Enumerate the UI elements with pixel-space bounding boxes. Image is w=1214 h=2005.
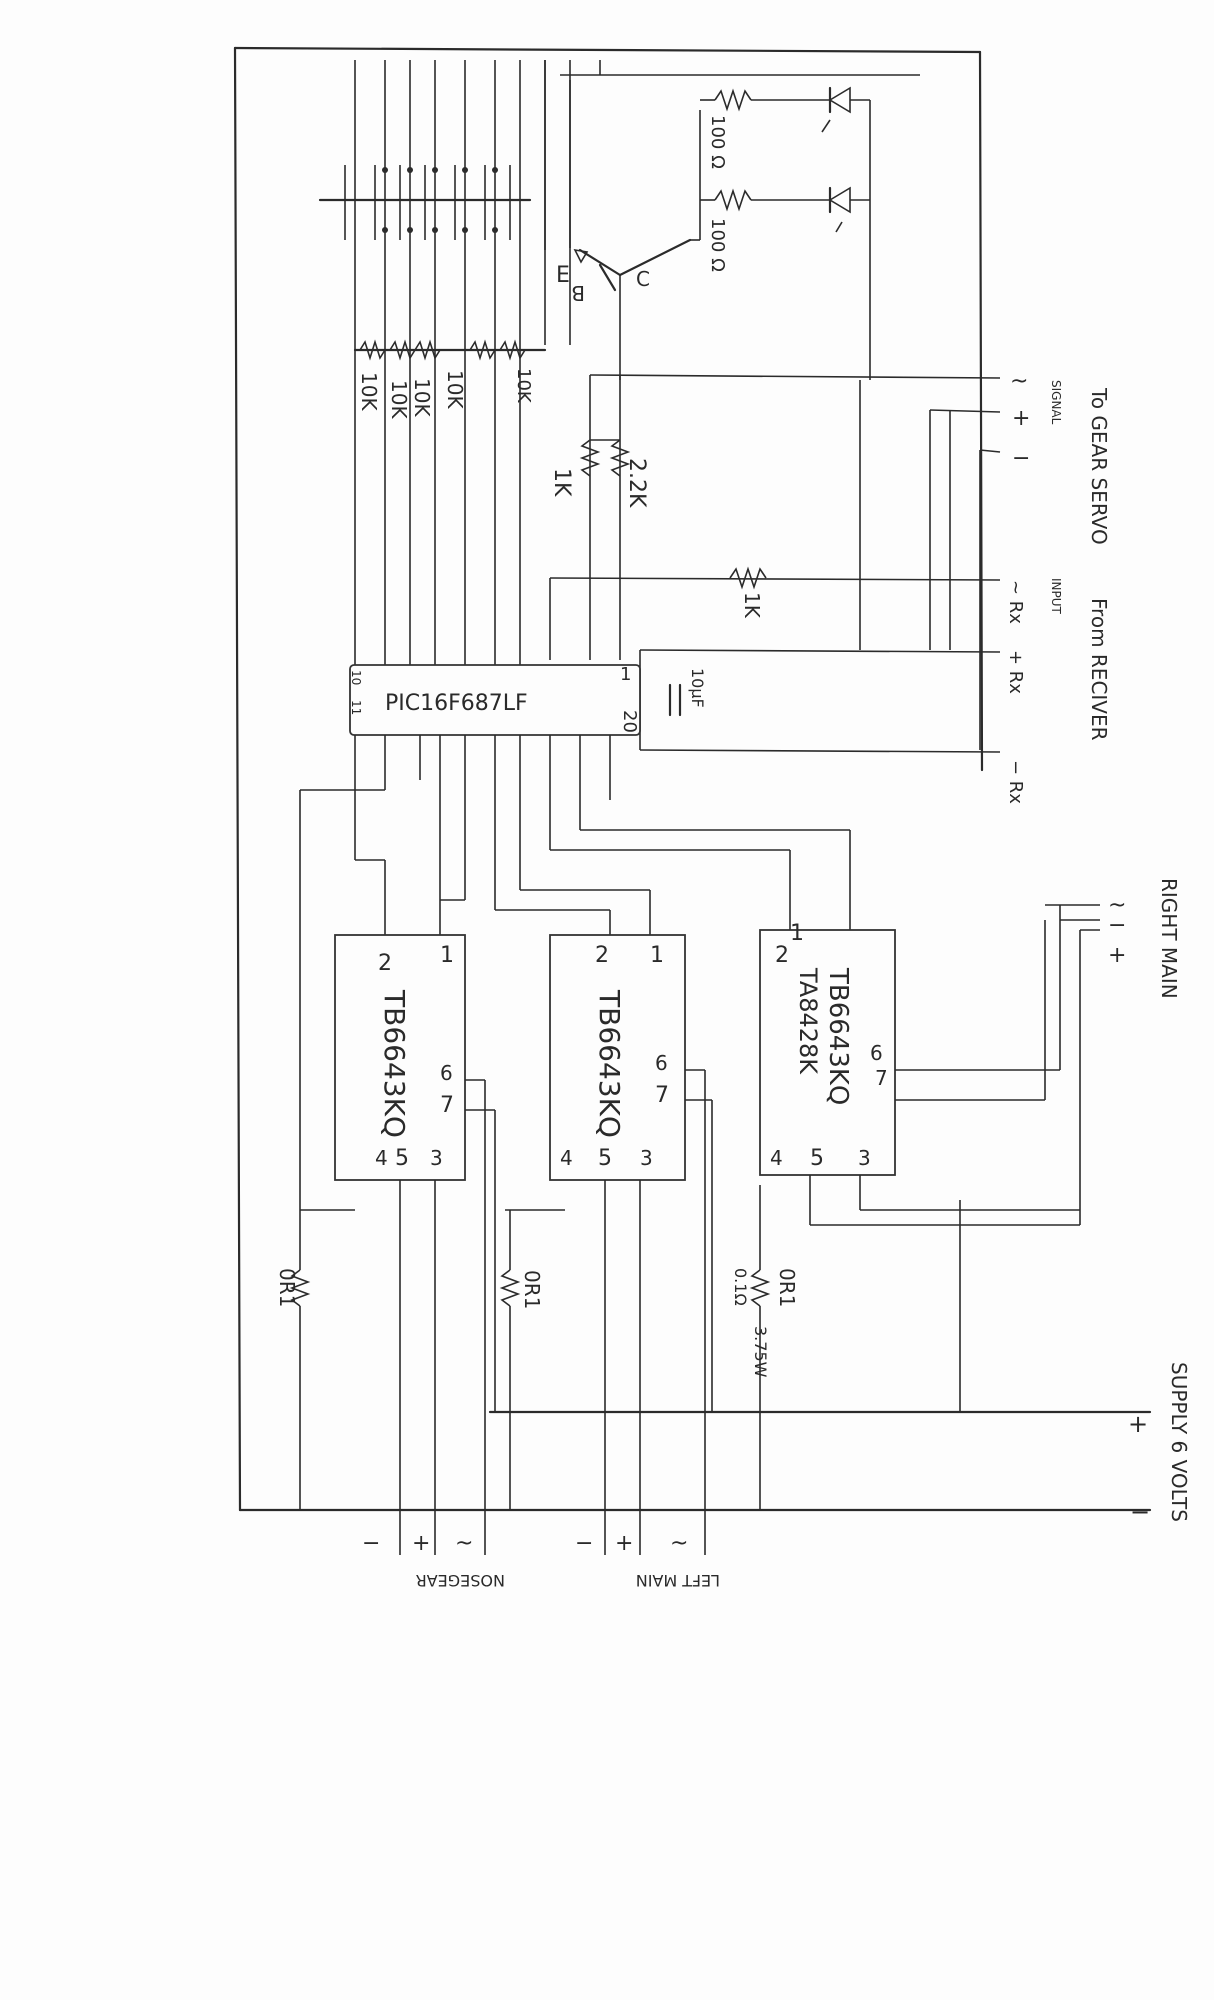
driver-3b-label: TB6643KQ bbox=[823, 967, 853, 1105]
d1-pin-1: 1 bbox=[440, 943, 454, 968]
label-10k-4: 10K bbox=[443, 370, 467, 409]
left-plus-label: + bbox=[615, 1531, 633, 1556]
transistor-c-label: C bbox=[636, 267, 650, 291]
gear-servo-plus: + bbox=[1012, 406, 1030, 431]
driver-1-chip bbox=[334, 934, 466, 1181]
d2-pin-3: 3 bbox=[640, 1146, 653, 1170]
d1-pin-6: 6 bbox=[440, 1061, 453, 1085]
transistor-e-label: E bbox=[556, 263, 570, 288]
supply-plus-label: + bbox=[1128, 1410, 1148, 1438]
d3-pin-1: 1 bbox=[790, 921, 804, 946]
label-1k-b: 1K bbox=[740, 592, 764, 619]
left-sig-label: ~ bbox=[670, 1531, 688, 1556]
nose-plus-label: + bbox=[412, 1531, 430, 1556]
right-minus-label: − bbox=[1108, 913, 1126, 938]
driver-labels: TB6643KQ TB6643KQ TA8428K TB6643KQ 2 1 6… bbox=[375, 921, 888, 1171]
driver-2-chip bbox=[549, 934, 686, 1181]
label-10k-5: 10K bbox=[513, 368, 534, 404]
label-10k-2: 10K bbox=[387, 380, 411, 419]
nosegear-label: NOSEGEAR bbox=[416, 1571, 505, 1590]
left-main-label: LEFT MAIN bbox=[636, 1571, 720, 1590]
d1-pin-3: 3 bbox=[430, 1146, 443, 1170]
d1-pin-4: 4 bbox=[375, 1146, 388, 1170]
d3-pin-2: 2 bbox=[775, 943, 789, 968]
right-sig-label: ~ bbox=[1108, 893, 1126, 918]
d1-pin-7: 7 bbox=[440, 1093, 454, 1118]
d1-pin-5: 5 bbox=[395, 1146, 409, 1171]
servo-receiver-wiring bbox=[549, 374, 1001, 753]
nose-sig-label: ~ bbox=[455, 1531, 473, 1556]
driver-3a-label: TA8428K bbox=[794, 967, 822, 1075]
supply-connector: SUPPLY 6 VOLTS + − bbox=[1128, 1362, 1191, 1526]
transistor-labels: E B C 100 Ω 100 Ω bbox=[556, 115, 728, 305]
d1-pin-2: 2 bbox=[378, 951, 392, 976]
supply-minus-label: − bbox=[1130, 1498, 1150, 1526]
mcu-label: PIC16F687LF bbox=[385, 691, 528, 716]
led-driver bbox=[544, 60, 920, 380]
rx-plus-label: + Rx bbox=[1005, 650, 1026, 694]
driver-2-label: TB6643KQ bbox=[593, 989, 626, 1138]
label-100-b: 100 Ω bbox=[707, 218, 728, 272]
label-cap: 10µF bbox=[688, 668, 707, 708]
label-0r1-c-val: 0.1Ω bbox=[731, 1268, 750, 1306]
d2-pin-5: 5 bbox=[598, 1146, 612, 1171]
mcu-to-driver-wires bbox=[299, 735, 851, 1210]
divider-labels: 1K 2.2K 1K 10µF bbox=[549, 458, 764, 708]
d3-pin-7: 7 bbox=[875, 1066, 888, 1090]
d2-pin-4: 4 bbox=[560, 1146, 573, 1170]
nosegear-connector: − + ~ NOSEGEAR bbox=[362, 1531, 505, 1590]
left-main-connector: − + ~ LEFT MAIN bbox=[575, 1531, 720, 1590]
d3-pin-5: 5 bbox=[810, 1146, 824, 1171]
d3-pin-3: 3 bbox=[858, 1146, 871, 1170]
from-receiver-label: From RECIVER bbox=[1087, 598, 1111, 741]
right-main-connector: RIGHT MAIN ~ − + bbox=[1108, 878, 1181, 999]
label-0r1-b: 0R1 bbox=[520, 1270, 544, 1309]
gear-servo-label: To GEAR SERVO bbox=[1087, 387, 1111, 545]
label-1k-a: 1K bbox=[549, 468, 574, 497]
d3-pin-4: 4 bbox=[770, 1146, 783, 1170]
right-main-label: RIGHT MAIN bbox=[1157, 878, 1181, 999]
d2-pin-6: 6 bbox=[655, 1051, 668, 1075]
transistor-b-label: B bbox=[571, 281, 585, 305]
label-10k-3: 10K bbox=[410, 378, 434, 417]
label-10k-1: 10K bbox=[357, 372, 381, 411]
driver-output-wires bbox=[289, 904, 1100, 1555]
rx-minus-label: − Rx bbox=[1005, 760, 1026, 804]
label-100-a: 100 Ω bbox=[707, 115, 728, 169]
receiver-connector: From RECIVER INPUT ~ Rx + Rx − Rx bbox=[1005, 578, 1111, 804]
right-plus-label: + bbox=[1108, 943, 1126, 968]
left-minus-label: − bbox=[575, 1531, 593, 1556]
gear-servo-minus: − bbox=[1012, 446, 1030, 471]
d2-pin-7: 7 bbox=[655, 1083, 669, 1108]
mcu-labels: PIC16F687LF 1 20 10 11 bbox=[349, 664, 640, 733]
resistor-10k-labels: 10K 10K 10K 10K 10K bbox=[357, 368, 534, 419]
gear-servo-signal: SIGNAL bbox=[1049, 380, 1063, 425]
driver-1-label: TB6643KQ bbox=[378, 989, 411, 1138]
rx-input-label: INPUT bbox=[1049, 578, 1063, 615]
mcu-pin-10: 10 bbox=[349, 670, 363, 685]
d2-pin-1: 1 bbox=[650, 943, 664, 968]
label-0r1-c-pwr: 3.75W bbox=[751, 1326, 770, 1378]
mcu-pin-20: 20 bbox=[619, 710, 640, 733]
sense-resistor-labels: 0R1 0R1 0R1 0.1Ω 3.75W bbox=[275, 1268, 799, 1378]
mcu-pin-1: 1 bbox=[620, 664, 631, 685]
supply-label: SUPPLY 6 VOLTS bbox=[1167, 1362, 1191, 1522]
d3-pin-6: 6 bbox=[870, 1041, 883, 1065]
gear-servo-connector: To GEAR SERVO SIGNAL ~ + − bbox=[1010, 369, 1111, 545]
gear-servo-sig-sym: ~ bbox=[1010, 369, 1028, 394]
switch-bank bbox=[318, 60, 571, 670]
label-0r1-a: 0R1 bbox=[275, 1268, 299, 1307]
rx-sig-label: ~ Rx bbox=[1005, 580, 1026, 624]
label-2-2k: 2.2K bbox=[624, 458, 649, 508]
d2-pin-2: 2 bbox=[595, 943, 609, 968]
nose-minus-label: − bbox=[362, 1531, 380, 1556]
mcu-pin-11: 11 bbox=[349, 700, 363, 715]
driver-3-chip bbox=[759, 929, 896, 1176]
label-0r1-c: 0R1 bbox=[775, 1268, 799, 1307]
